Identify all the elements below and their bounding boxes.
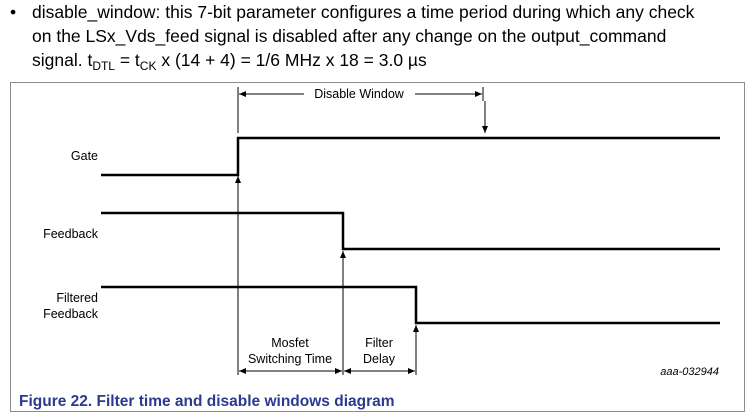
paragraph-line-3: signal. tDTL = tCK x (14 + 4) = 1/6 MHz … xyxy=(32,48,752,72)
figure-box: Gate Feedback Filtered Feedback Disable … xyxy=(10,82,745,412)
timing-diagram: Gate Feedback Filtered Feedback Disable … xyxy=(43,87,720,378)
filtered-feedback-label-1: Filtered xyxy=(56,291,98,305)
formula-sub-dtl: DTL xyxy=(92,59,115,73)
filter-delay-label-1: Filter xyxy=(365,336,393,350)
figure-id: aaa-032944 xyxy=(660,366,719,378)
disable-window-label: Disable Window xyxy=(314,87,405,101)
gate-label: Gate xyxy=(71,149,98,163)
feedback-waveform xyxy=(101,211,720,251)
formula-part-b: = t xyxy=(114,50,140,70)
gate-waveform xyxy=(101,136,720,177)
mosfet-label-1: Mosfet xyxy=(271,336,309,350)
mosfet-label-2: Switching Time xyxy=(248,352,332,366)
bullet-marker: • xyxy=(10,2,17,22)
filtered-feedback-waveform xyxy=(101,285,720,325)
filtered-feedback-label-2: Feedback xyxy=(43,307,99,321)
figure-caption: Figure 22. Filter time and disable windo… xyxy=(19,393,395,410)
formula-part-a: signal. t xyxy=(32,50,93,70)
formula-sub-ck: CK xyxy=(139,59,157,73)
filter-delay-label-2: Delay xyxy=(363,352,396,366)
paragraph-line-2: on the LSx_Vds_feed signal is disabled a… xyxy=(32,26,667,46)
formula-part-c: x (14 + 4) = 1/6 MHz x 18 = 3.0 µs xyxy=(156,50,427,70)
feedback-label: Feedback xyxy=(43,227,99,241)
paragraph-line-1: disable_window: this 7-bit parameter con… xyxy=(32,2,695,22)
